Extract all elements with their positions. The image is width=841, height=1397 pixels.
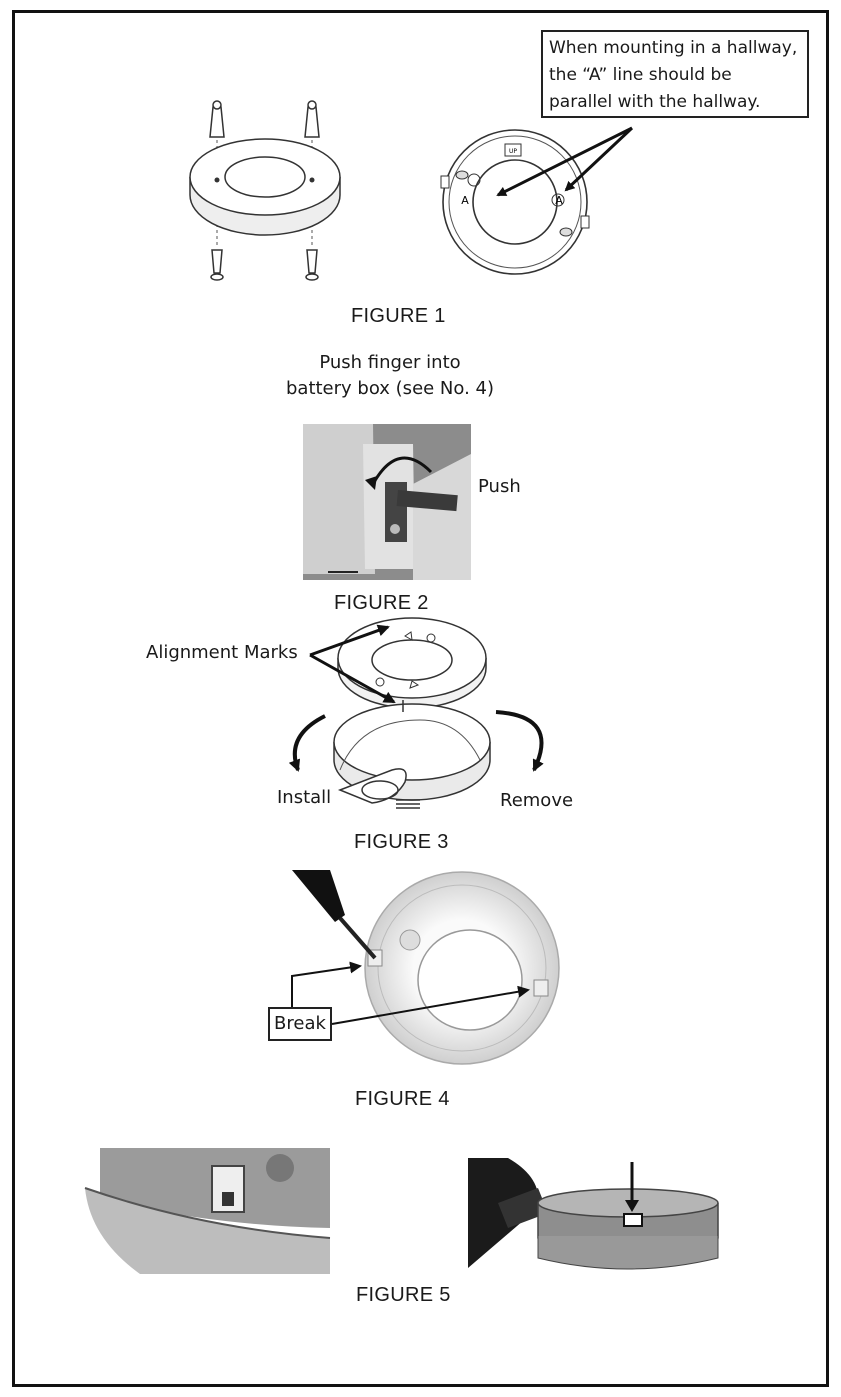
install-label: Install	[277, 787, 332, 808]
up-mark: UP	[509, 148, 517, 155]
remove-label: Remove	[500, 790, 574, 811]
figure1-base-top-view: UP A A	[440, 129, 590, 275]
figure3-caption: FIGURE 3	[354, 831, 449, 853]
figure5-caption: FIGURE 5	[356, 1284, 451, 1306]
figure1-mounting-plate-with-screws	[189, 100, 341, 281]
note-line-1: When mounting in a hallway,	[549, 38, 798, 58]
break-label-box: Break	[268, 1007, 332, 1041]
figure4-caption: FIGURE 4	[355, 1088, 450, 1110]
break-label: Break	[274, 1013, 326, 1034]
alignment-marks-label: Alignment Marks	[146, 642, 298, 663]
figure5-photo-left	[80, 1148, 331, 1274]
figure1-caption: FIGURE 1	[351, 305, 446, 327]
figure2-caption: FIGURE 2	[334, 592, 429, 614]
push-label: Push	[478, 476, 521, 497]
note-line-3: parallel with the hallway.	[549, 92, 761, 112]
page-border	[12, 10, 829, 1387]
a-mark-right: A	[555, 194, 563, 207]
instruction-line-2: battery box (see No. 4)	[285, 378, 495, 399]
instruction-line-1: Push finger into	[319, 352, 461, 373]
figure2-instruction: Push finger into battery box (see No. 4)	[270, 350, 510, 402]
a-mark-left: A	[461, 194, 469, 207]
figure1-pointer-arrows	[496, 126, 634, 197]
figure3-install-diagram	[288, 617, 544, 809]
figure5-photo-right	[468, 1158, 730, 1280]
hallway-note-box: When mounting in a hallway, the “A” line…	[541, 30, 809, 118]
figure4-base-break-tabs	[291, 870, 560, 1065]
note-line-2: the “A” line should be	[549, 65, 732, 85]
figure2-battery-box-photo	[303, 424, 471, 580]
